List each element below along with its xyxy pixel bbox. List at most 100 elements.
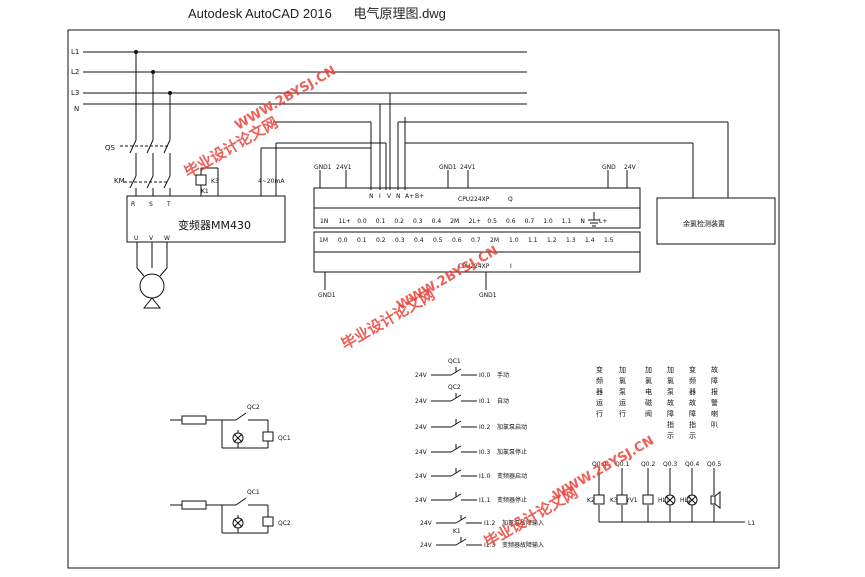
input-address: I0.1 xyxy=(479,398,490,405)
input-switch-label: QC1 xyxy=(448,358,461,365)
input-description: 变频器启动 xyxy=(497,472,527,480)
plc-output-pin: 2M xyxy=(450,218,459,225)
plc-model-top: CPU224XP xyxy=(458,196,490,203)
vfd-terminal-u: U xyxy=(134,235,138,242)
interlock-contact-label: QC2 xyxy=(247,404,260,411)
output-desc-char: 故 xyxy=(689,398,696,407)
qs-label: QS xyxy=(105,144,116,152)
output-desc-char: 频 xyxy=(689,376,696,385)
plc-pin-n2: N xyxy=(396,193,401,200)
output-desc-char: 泵 xyxy=(619,388,626,396)
plc-output-pin: 1.0 xyxy=(543,218,553,225)
plc-output-module[interactable]: GND1 24V1 GND1 24V1 GND 24V N I V N A+ B… xyxy=(313,164,641,229)
input-address: I0.2 xyxy=(479,424,490,431)
input-voltage: 24V xyxy=(415,497,428,504)
output-load-label: YV1 xyxy=(625,497,638,504)
plc-pin-v: V xyxy=(387,193,392,200)
plc-input-pin: 0.7 xyxy=(471,237,481,244)
output-desc-char: 运 xyxy=(596,399,603,407)
input-description: 手动 xyxy=(497,371,509,379)
plc-input-pin: 0.6 xyxy=(452,237,462,244)
interlock-coil-label: QC2 xyxy=(278,520,291,527)
motor xyxy=(139,273,165,309)
output-address: Q0.5 xyxy=(707,461,721,468)
watermark-url-1: WWW.2BYSJ.CN xyxy=(233,63,339,133)
input-address: I1.3 xyxy=(484,542,495,549)
plc-pin-b: B+ xyxy=(415,193,424,200)
plc-input-pin: 1.2 xyxy=(547,237,557,244)
plc-gnd: GND xyxy=(602,164,616,171)
input-switch-label: K1 xyxy=(453,528,461,535)
output-desc-char: 频 xyxy=(596,376,603,385)
input-voltage: 24V xyxy=(415,372,428,379)
plc-output-pin: 0.2 xyxy=(394,218,404,225)
k1-label: K1 xyxy=(201,188,209,195)
output-desc-char: 加 xyxy=(619,365,626,374)
input-description: 加氯泵停止 xyxy=(497,448,527,456)
plc-output-pin: 0.5 xyxy=(487,218,497,225)
vfd-block[interactable]: R S T 变频器MM430 U V W xyxy=(126,195,286,277)
chlorine-sensor-box[interactable]: 余氯检测装置 xyxy=(656,197,776,245)
input-address: I1.0 xyxy=(479,473,490,480)
power-lines: L1 L2 L3 N xyxy=(71,48,527,113)
plc-input-pin: 0.0 xyxy=(338,237,348,244)
line-label-l1: L1 xyxy=(71,48,79,56)
input-description: 加氯泵启动 xyxy=(497,423,527,431)
output-load-label: K3 xyxy=(610,497,618,504)
plc-pin-a: A+ xyxy=(405,193,414,200)
line-label-n: N xyxy=(74,105,79,113)
km-label: KM xyxy=(114,177,125,185)
output-desc-char: 叭 xyxy=(711,421,718,429)
watermark-url-2: WWW.2BYSJ.CN xyxy=(395,243,501,313)
plc-output-pin: 2L+ xyxy=(469,218,481,225)
output-address: Q0.3 xyxy=(663,461,677,468)
plc-input-pin: 2M xyxy=(490,237,499,244)
window-title: Autodesk AutoCAD 2016 电气原理图.dwg xyxy=(188,3,464,22)
output-desc-char: 加 xyxy=(667,365,674,374)
plc-bottom-gnd1-a: GND1 xyxy=(318,292,336,299)
plc-input-pin: 0.4 xyxy=(414,237,424,244)
plc-model-bottom-suffix: I xyxy=(510,263,512,270)
k3-label: K3 xyxy=(211,178,219,185)
output-address: Q0.2 xyxy=(641,461,655,468)
input-voltage: 24V xyxy=(415,398,428,405)
plc-pin-i: I xyxy=(379,193,381,200)
plc-input-pin: 1M xyxy=(319,237,328,244)
output-address: Q0.0 xyxy=(592,461,606,468)
plc-input-pin: 1.3 xyxy=(566,237,576,244)
vfd-terminal-w: W xyxy=(164,235,170,242)
output-desc-char: 报 xyxy=(711,387,718,396)
output-desc-char: 加 xyxy=(645,365,652,374)
output-desc-char: 喇 xyxy=(711,409,718,418)
drawing-frame xyxy=(67,29,780,569)
input-voltage: 24V xyxy=(420,542,433,549)
plc-gnd1-b: GND1 xyxy=(439,164,457,171)
plc-24v1-b: 24V1 xyxy=(460,164,476,171)
output-desc-char: 器 xyxy=(596,388,603,396)
input-description: 自动 xyxy=(497,397,509,405)
input-address: I0.3 xyxy=(479,449,490,456)
output-desc-char: 磁 xyxy=(645,398,652,407)
output-desc-char: 氯 xyxy=(667,376,674,385)
plc-output-pin: 0.3 xyxy=(413,218,423,225)
vfd-terminal-r: R xyxy=(131,201,135,208)
plc-pin-n: N xyxy=(369,193,374,200)
input-description: 变频器停止 xyxy=(497,496,527,504)
plc-input-pin: 1.4 xyxy=(585,237,595,244)
analog-label: 4~20mA xyxy=(258,178,285,185)
plc-gnd1-a: GND1 xyxy=(314,164,332,171)
output-desc-char: 指 xyxy=(689,420,696,429)
output-desc-char: 示 xyxy=(667,432,674,440)
